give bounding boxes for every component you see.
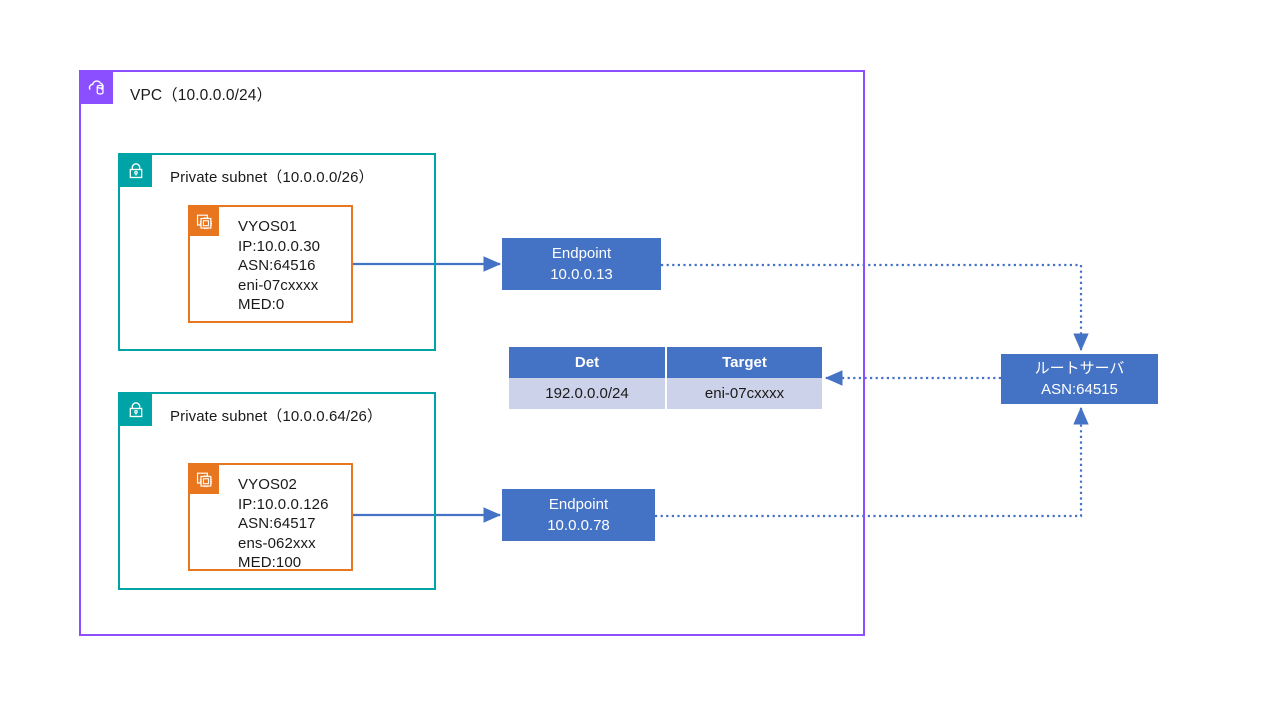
endpoint-1-title: Endpoint [551,245,612,262]
vpc-endpoint-2: Endpoint 10.0.0.78 [502,489,655,541]
vpc-cloud-icon [81,72,113,104]
route-table-cell-target: eni-07cxxxx [704,385,785,402]
route-table-header-target: Target [722,354,767,371]
private-subnet-1-boundary [118,153,436,351]
endpoint-1-address: 10.0.0.13 [550,266,613,283]
private-subnet-1-label: Private subnet（10.0.0.0/26） [170,169,374,186]
route-table-header-row: Det Target [509,347,822,378]
route-server-asn: ASN:64515 [1041,381,1118,398]
route-server-name: ルートサーバ [1034,360,1125,377]
ec2-instance-icon [189,464,219,494]
endpoint-2-title: Endpoint [548,496,609,513]
route-table: Det Target 192.0.0.0/24 eni-07cxxxx [509,347,822,409]
route-table-row: 192.0.0.0/24 eni-07cxxxx [509,378,822,409]
vpc-boundary [79,70,865,636]
route-table-cell-destination: 192.0.0.0/24 [509,378,667,409]
route-server-node: ルートサーバ ASN:64515 [1001,354,1158,404]
private-subnet-2-label: Private subnet（10.0.0.64/26） [170,408,383,425]
private-subnet-lock-icon [120,394,152,426]
link-endpoint1-routeserver [661,263,1089,352]
route-table-header-det: Det [509,347,667,378]
link-endpoint2-routeserver [655,406,1089,518]
private-subnet-lock-icon [120,155,152,187]
ec2-instance-icon [189,206,219,236]
ec2-instance-vyos02-details: VYOS02 IP:10.0.0.126 ASN:64517 ens-062xx… [238,476,329,572]
ec2-instance-vyos01-details: VYOS01 IP:10.0.0.30 ASN:64516 eni-07cxxx… [238,218,321,314]
endpoint-2-address: 10.0.0.78 [547,517,610,534]
private-subnet-2-boundary [118,392,436,590]
vpc-label: VPC（10.0.0.0/24） [130,87,273,104]
vpc-endpoint-1: Endpoint 10.0.0.13 [502,238,661,290]
